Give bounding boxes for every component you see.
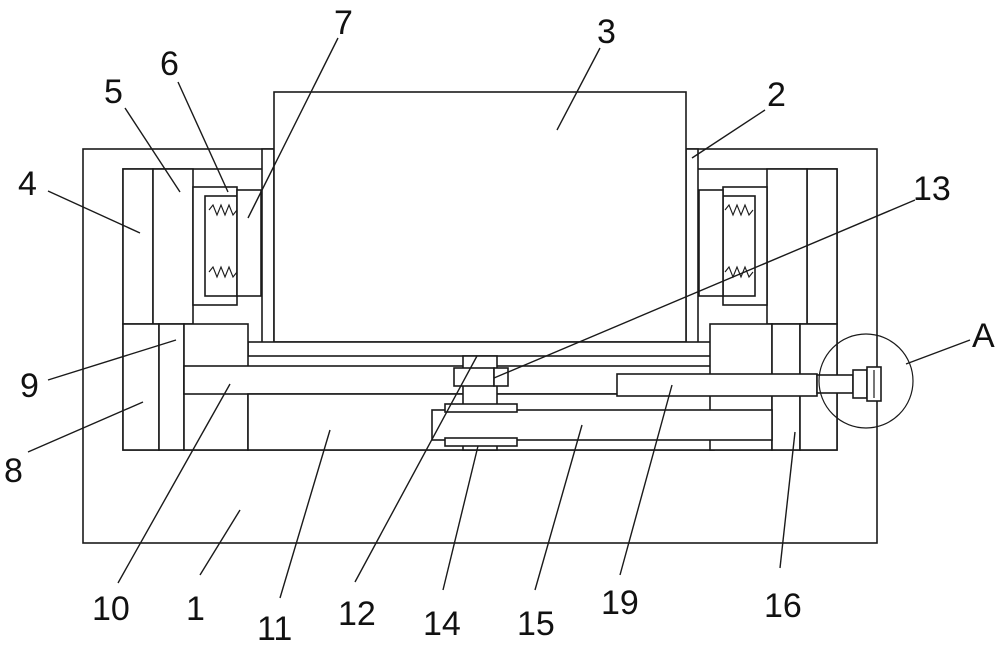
label-3: 3 (597, 13, 616, 51)
slide-bar-19 (616, 373, 818, 397)
label-15: 15 (517, 605, 555, 643)
label-2: 2 (767, 76, 786, 114)
label-a: A (972, 317, 995, 355)
label-1: 1 (186, 590, 205, 628)
side-sleeve-right (685, 148, 699, 350)
lower-plate (247, 341, 713, 357)
pulley-14-lower (444, 437, 518, 447)
gear-13 (453, 367, 495, 387)
leader-15 (534, 424, 583, 591)
leader-6 (177, 81, 229, 193)
leader-11 (279, 429, 331, 599)
leader-9 (47, 339, 177, 381)
leader-4 (47, 190, 141, 234)
leader-7 (247, 37, 339, 219)
leader-19 (619, 384, 673, 576)
label-12: 12 (338, 595, 376, 633)
label-5: 5 (104, 73, 123, 111)
label-13: 13 (913, 170, 951, 208)
left-column-5 (152, 168, 194, 325)
detail-circle-a (818, 333, 914, 429)
main-body (273, 91, 687, 343)
left-spring-upper-icon (208, 203, 238, 217)
leader-3 (556, 47, 601, 131)
right-column-4 (806, 168, 838, 325)
right-column-5 (766, 168, 808, 325)
label-14: 14 (423, 605, 461, 643)
leader-2 (691, 109, 766, 159)
belt-15 (431, 409, 773, 441)
right-spring-upper-icon (724, 203, 754, 217)
leader-12 (354, 355, 478, 583)
label-8: 8 (4, 452, 23, 490)
label-7: 7 (334, 4, 353, 42)
left-spring-lower-icon (208, 265, 238, 279)
left-column-4 (122, 168, 154, 325)
leader-1 (199, 509, 241, 576)
left-guide-9 (158, 323, 185, 451)
label-4: 4 (18, 165, 37, 203)
label-11: 11 (257, 610, 292, 648)
leader-10 (117, 383, 231, 584)
leader-13 (493, 199, 916, 379)
right-spring-lower-icon (724, 265, 754, 279)
left-pressure-plate-7 (236, 189, 262, 297)
left-housing-inner (204, 195, 238, 297)
label-10: 10 (92, 590, 130, 628)
gear-13-collar (493, 367, 509, 387)
label-19: 19 (601, 584, 639, 622)
leader-8 (27, 401, 144, 453)
label-9: 9 (20, 367, 39, 405)
leader-5 (124, 107, 181, 193)
right-pressure-plate-7 (698, 189, 724, 297)
label-6: 6 (160, 45, 179, 83)
leader-a (905, 339, 971, 365)
leader-14 (442, 445, 479, 591)
leader-16 (779, 431, 796, 569)
handle-knob (852, 369, 868, 399)
label-16: 16 (764, 587, 802, 625)
pulley-14 (444, 403, 518, 413)
handle-shaft (816, 374, 854, 394)
left-lower-block-8 (122, 323, 160, 451)
